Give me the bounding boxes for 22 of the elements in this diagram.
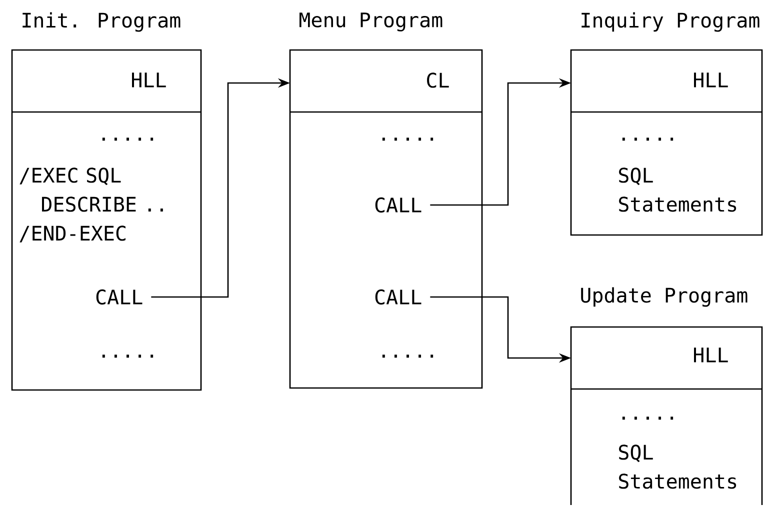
call-statement: CALL xyxy=(96,289,142,305)
code-line: SQL Statements xyxy=(619,168,736,212)
code-line: DESCRIBE .. xyxy=(42,196,163,212)
language-label: HLL xyxy=(694,72,728,88)
program-title: Init. Program xyxy=(22,12,180,32)
call-statement: CALL xyxy=(375,289,422,305)
program-title: Menu Program xyxy=(300,12,442,32)
program-title: Update Program xyxy=(581,287,748,307)
code-line: ..... xyxy=(102,138,154,141)
code-line: ..... xyxy=(382,354,434,358)
program-title: Inquiry Program xyxy=(582,12,760,32)
code-line: ..... xyxy=(622,138,674,141)
language-label: CL xyxy=(427,72,449,88)
language-label: HLL xyxy=(694,348,728,362)
code-line: ..... xyxy=(622,416,674,420)
code-line: /END-EXEC xyxy=(20,226,126,242)
code-line: ..... xyxy=(102,354,154,358)
code-line: ..... xyxy=(382,138,434,141)
call-statement: CALL xyxy=(375,197,422,213)
code-line: /EXEC SQL xyxy=(20,168,121,186)
language-label: HLL xyxy=(132,72,166,88)
code-line: SQL Statements xyxy=(619,444,736,489)
